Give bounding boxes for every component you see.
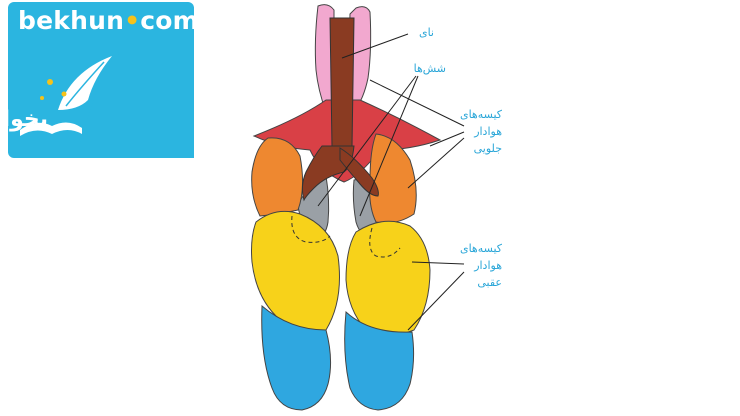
logo-mark: بخوان [8, 46, 128, 142]
star-icon [40, 96, 44, 100]
leader-lines [317, 33, 465, 331]
lung-outline-right [369, 227, 401, 258]
posterior-air-sac-shapes [251, 210, 431, 336]
label-anterior-air-sacs: کیسه‌های هوادار جلویی [446, 106, 502, 157]
label-trachea: نای [418, 26, 434, 39]
logo-brand: bekhun [18, 6, 125, 35]
anterior-air-sac-shapes [251, 133, 417, 224]
logo-tld: com [140, 6, 199, 35]
abdominal-air-sac-shapes [261, 304, 415, 411]
trachea-shape [301, 17, 379, 202]
label-anterior-line-1: کیسه‌های [459, 108, 502, 121]
label-posterior-line-1: کیسه‌های [459, 242, 502, 255]
star-icon [47, 79, 53, 85]
label-lungs: شش‌ها [413, 62, 446, 75]
lung-outline-left [291, 215, 331, 243]
label-posterior-air-sacs: کیسه‌های هوادار عقبی [446, 240, 502, 291]
label-anterior-line-2: هوادار [474, 125, 502, 138]
label-anterior-line-3: جلویی [473, 142, 502, 155]
logo-domain-text: bekhun•com [18, 6, 199, 35]
label-posterior-line-3: عقبی [477, 276, 502, 289]
star-icon [61, 91, 67, 97]
book-icon [20, 122, 82, 136]
label-posterior-line-2: هوادار [474, 259, 502, 272]
logo-wordmark: بخوان [8, 107, 48, 132]
logo-dot: • [124, 6, 141, 35]
bekhun-logo: bekhun•com بخوان [8, 2, 199, 158]
